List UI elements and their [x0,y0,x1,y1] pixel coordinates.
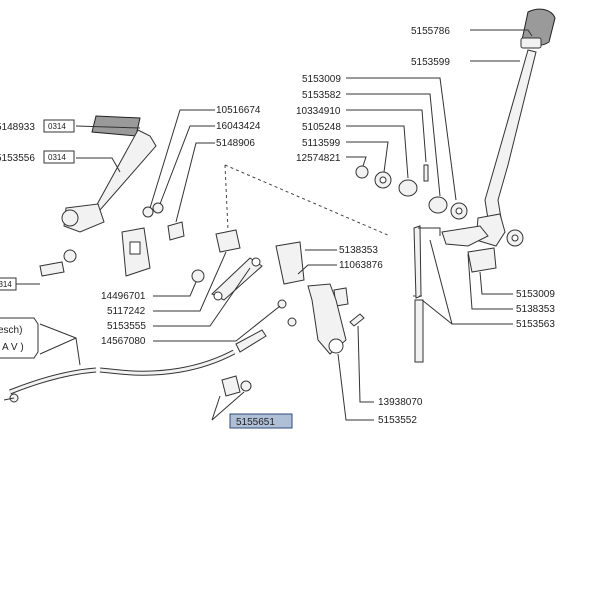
part-label-5153552[interactable]: 5153552 [378,415,417,426]
rod-upper[interactable] [413,225,422,299]
part-label-12574821[interactable]: 12574821 [296,153,341,164]
lever-bracket [441,225,489,247]
part-label-5148906[interactable]: 5148906 [216,138,255,149]
rod-lower[interactable] [414,299,424,363]
lever-pivot-hole [511,234,519,242]
bushing-1[interactable] [355,165,369,179]
spring-bushing[interactable] [398,179,418,197]
cable-end[interactable] [235,329,267,353]
gear-lever-rod[interactable] [484,49,537,233]
linkage-hardware [142,202,263,301]
part-label-5153555[interactable]: 5153555 [107,321,146,332]
part-label-5105248[interactable]: 5105248 [302,122,341,133]
part-label-13938070[interactable]: 13938070 [378,397,423,408]
part-label-5138353-center[interactable]: 5138353 [339,245,378,256]
part-label-14567080[interactable]: 14567080 [101,336,146,347]
part-label-10334910[interactable]: 10334910 [296,106,341,117]
ref-code-3: 0314 [0,280,12,289]
part-label-5153563[interactable]: 5153563 [516,319,555,330]
cable-tip-left [3,393,19,403]
highlight-box-5155651[interactable] [229,413,293,429]
pin[interactable] [423,164,429,182]
part-label-10516674[interactable]: 10516674 [216,105,261,116]
part-label-5153599[interactable]: 5153599 [411,57,450,68]
part-label-16043424[interactable]: 16043424 [216,121,261,132]
nut-10516674[interactable] [142,206,154,218]
pedal-pad[interactable] [91,115,141,137]
cable-eyelet[interactable] [287,317,297,327]
link-block-5117242[interactable] [215,229,241,253]
part-label-5113599[interactable]: 5113599 [302,138,341,149]
selector-rod [413,225,441,363]
ref-box-2 [43,150,75,164]
note-text-bottom: A V ) [2,342,24,353]
pedal-bolt[interactable] [39,261,65,277]
part-label-14496701[interactable]: 14496701 [101,291,146,302]
bushing-stack [355,164,468,220]
pedal-pivot [61,209,79,227]
note-bracket [0,317,39,359]
note-text-top: esch) [0,325,22,336]
ref-code-1: 0314 [48,122,66,131]
part-label-5153009-top[interactable]: 5153009 [302,74,341,85]
part-label-5155651[interactable]: 5155651 [236,417,275,428]
spring-clip-5148906[interactable] [167,221,185,241]
washer-16043424[interactable] [152,202,164,214]
part-label-5155786[interactable]: 5155786 [411,26,450,37]
pedal-arm[interactable] [93,129,157,211]
part-label-5153556[interactable]: 5153556 [0,153,35,164]
pedal-nut[interactable] [63,249,77,263]
guide-lines [224,164,391,237]
clamp-5155651[interactable] [221,375,241,397]
cable-left-segment[interactable] [9,367,97,395]
ref-box-1 [43,119,75,133]
spring-pin-13938070[interactable] [349,313,365,327]
part-label-5148933[interactable]: 5148933 [0,122,35,133]
cable-assembly [9,299,297,397]
washer-14496701[interactable] [191,269,205,283]
part-label-5153582[interactable]: 5153582 [302,90,341,101]
washer-a[interactable] [428,196,448,214]
ref-code-2: 0314 [48,153,66,162]
leader-lines [39,29,533,421]
gear-lever-assembly [441,8,556,273]
part-label-5138353-right[interactable]: 5138353 [516,304,555,315]
part-label-11063876[interactable]: 11063876 [339,260,383,271]
bracket-5138353[interactable] [275,241,305,285]
center-brackets [275,241,365,355]
part-labels: 5155786 5153599 5153009 5153582 10334910… [0,26,555,429]
lever-lower-bracket [467,247,497,273]
pedal-assembly [39,115,157,277]
part-label-5153009-right[interactable]: 5153009 [516,289,555,300]
part-label-5117242[interactable]: 5117242 [107,306,146,317]
knob-collar [520,37,542,49]
